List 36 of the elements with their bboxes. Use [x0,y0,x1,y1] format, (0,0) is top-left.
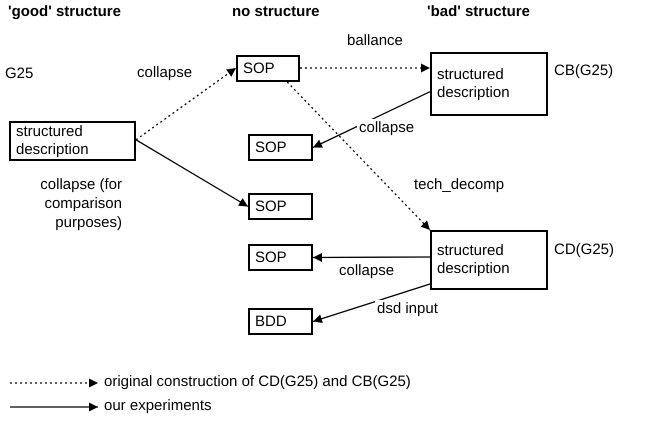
node-text: SOP [255,138,287,156]
arrow [313,252,430,262]
process-box [248,134,313,161]
node-caption: G25 [5,65,34,82]
edge-label: collapse [357,119,416,138]
arrow [312,283,430,324]
process-box [248,193,313,220]
edge-label: collapse [135,64,194,83]
node-text: structured description [437,66,511,102]
column-heading: no structure [232,3,320,20]
node-text: structured description [437,242,511,278]
edge-label: tech_decomp [412,176,506,195]
node-text: structured description [16,123,90,159]
column-heading: 'bad' structure [427,3,530,20]
column-heading: 'good' structure [8,3,121,20]
node-text: BDD [255,312,287,330]
arrow [312,91,430,148]
process-box [248,308,313,335]
edge-label: collapse [337,262,396,281]
process-box [9,121,136,161]
node-caption: CB(G25) [554,62,614,79]
arrow [300,64,430,72]
node-text: SOP [243,60,275,78]
node-text: SOP [255,198,287,216]
process-box [236,55,300,82]
edge-label: dsd input [375,300,440,319]
arrow [136,139,248,208]
arrow [286,82,430,230]
process-box [248,244,313,271]
arrow [136,67,236,140]
process-box [430,52,548,116]
legend-text: our experiments [104,397,212,414]
node-text: SOP [255,248,287,266]
legend-text: original construction of CD(G25) and CB(G25) [104,373,411,390]
node-caption: CD(G25) [554,241,614,258]
process-box [430,230,548,290]
